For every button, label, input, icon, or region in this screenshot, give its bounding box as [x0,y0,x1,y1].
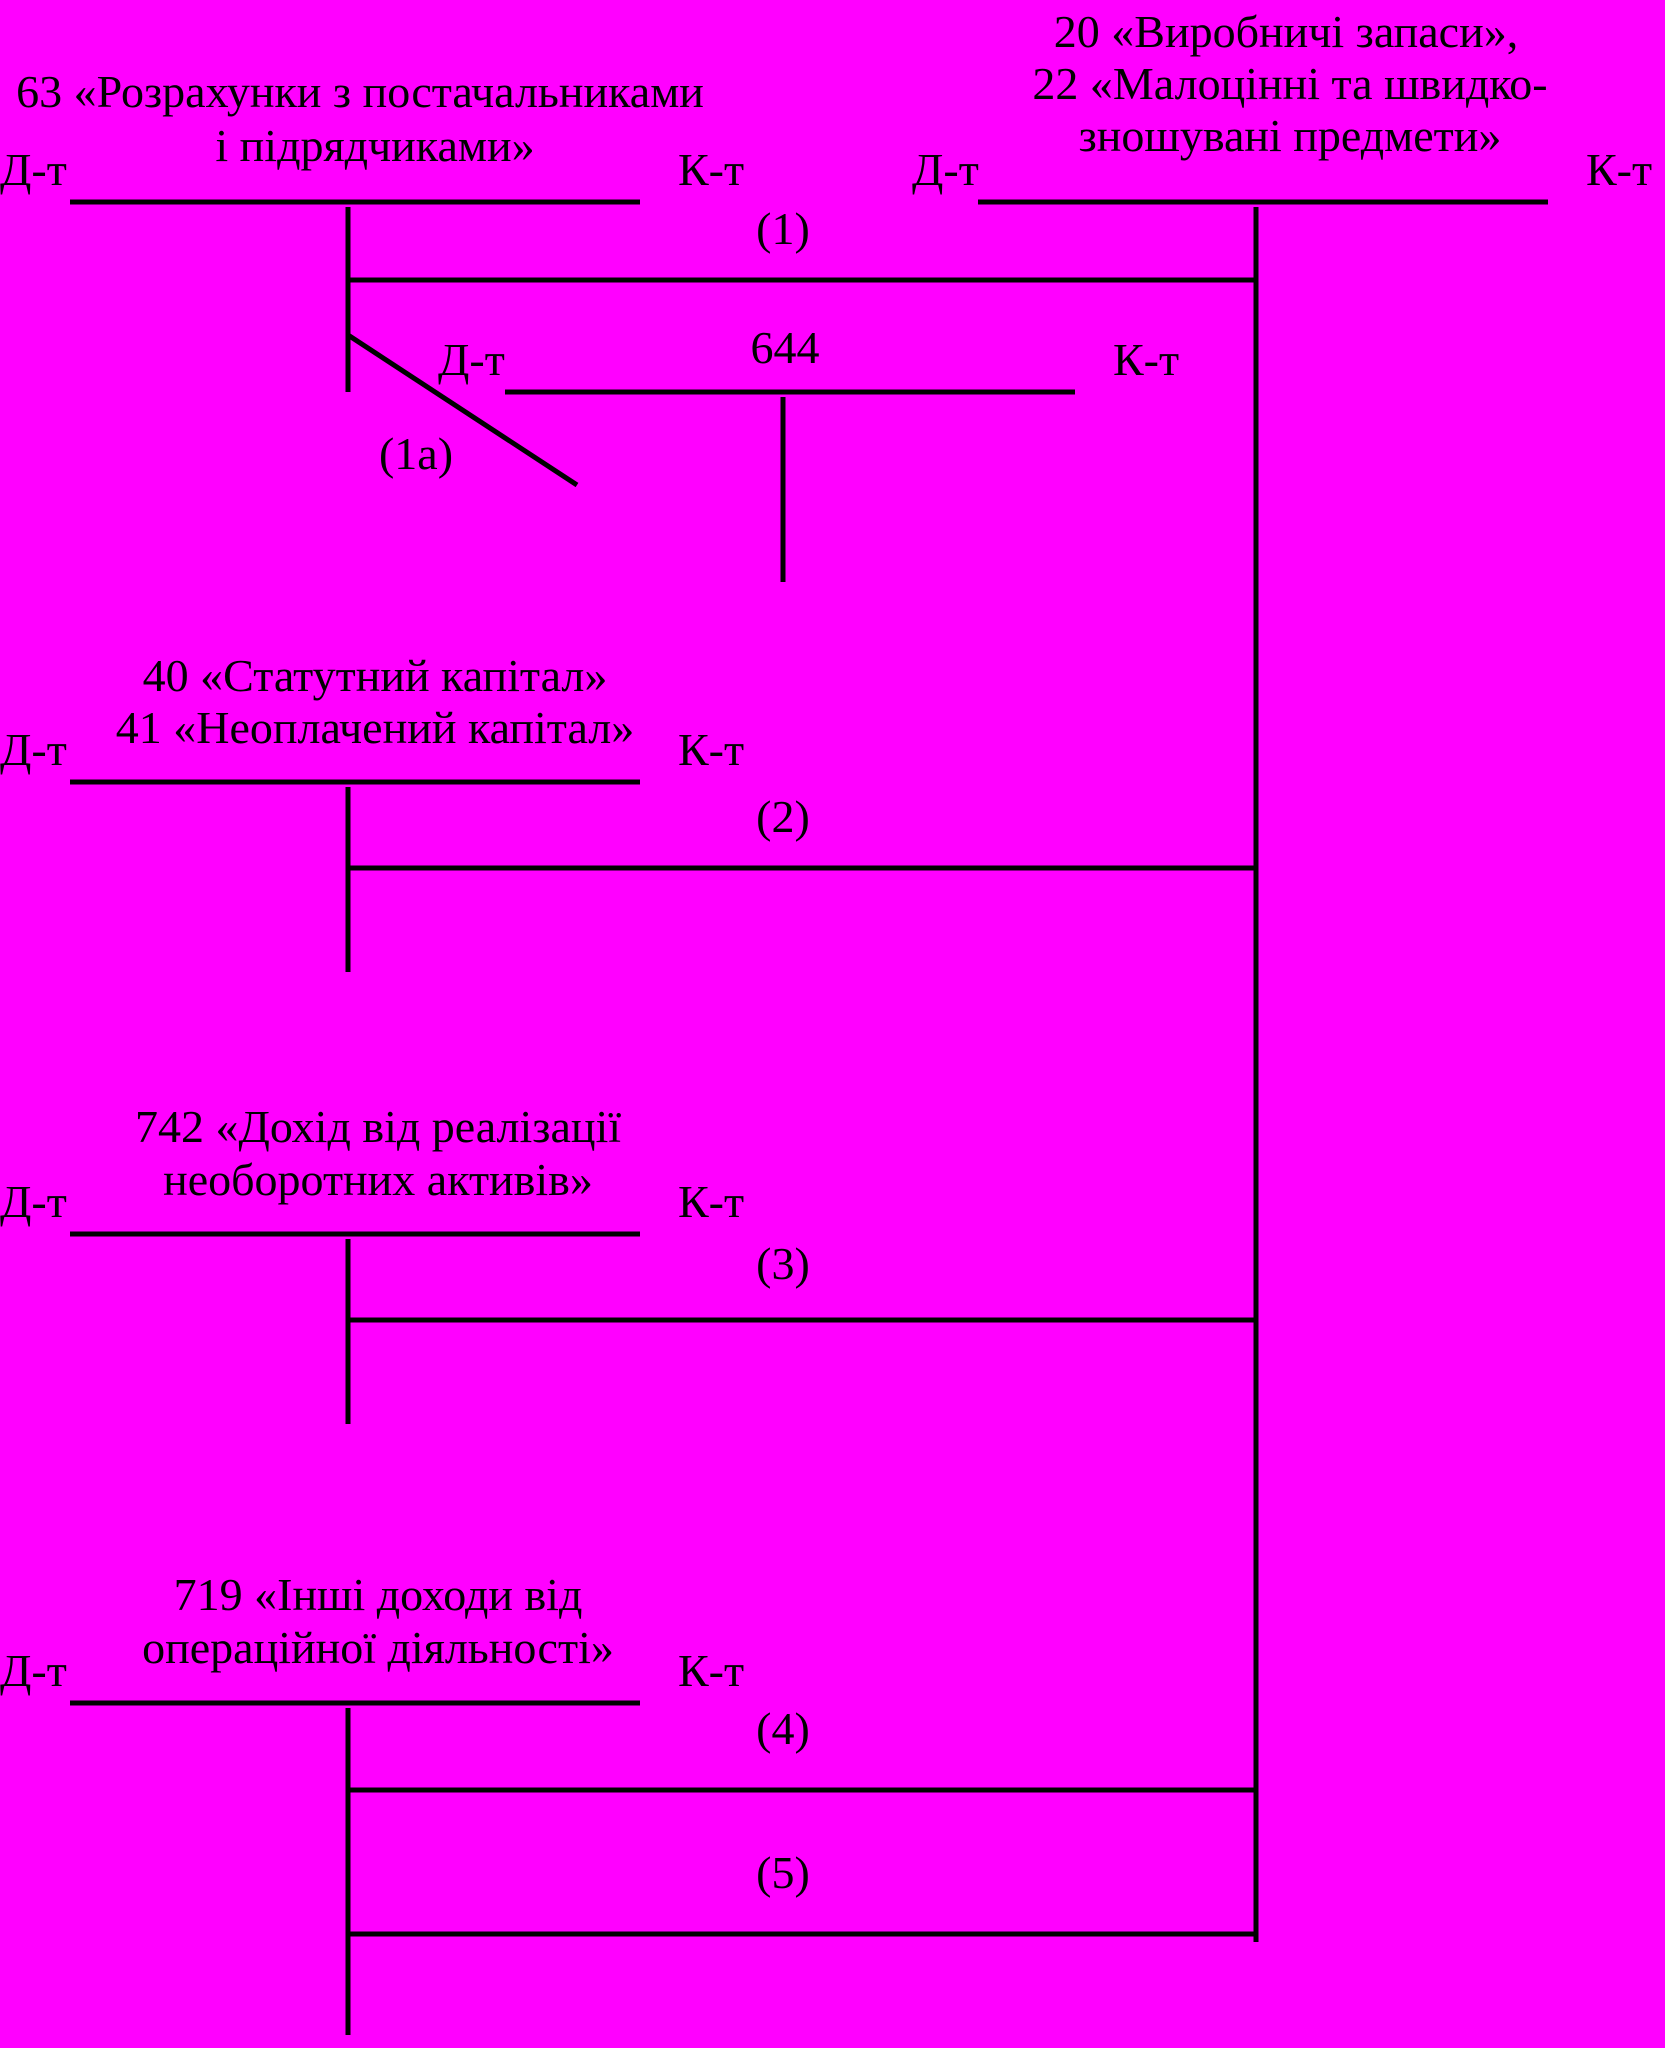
account-644-title: 644 [751,322,820,373]
account-20-22-credit-label: К-т [1586,144,1652,195]
account-63-title-line1: 63 «Розрахунки з постачальниками [16,66,704,117]
account-40-41-debit-label: Д-т [0,724,67,775]
entry-2-label: (2) [756,791,810,842]
account-719-debit-label: Д-т [0,1645,67,1696]
entry-5-label: (5) [756,1847,810,1898]
account-719-title-line1: 719 «Інші доходи від [174,1569,583,1620]
account-40-41-credit-label: К-т [678,724,744,775]
account-63-title-line2: і підрядчиками» [215,120,534,171]
account-742-title-line2: необоротних активів» [163,1154,593,1205]
t-account-63: 63 «Розрахунки з постачальниками і підря… [0,66,744,392]
account-20-22-title-line1: 20 «Виробничі запаси», [1054,6,1518,57]
account-20-22-debit-label: Д-т [912,144,979,195]
t-account-20-22: 20 «Виробничі запаси», 22 «Малоцінні та … [912,6,1652,1942]
account-742-title-line1: 742 «Дохід від реалізації [135,1101,621,1152]
entry-1a-label: (1а) [379,428,453,479]
entry-3-label: (3) [756,1238,810,1289]
account-644-debit-label: Д-т [438,334,505,385]
account-719-title-line2: операційної діяльності» [142,1622,614,1673]
account-719-credit-label: К-т [678,1645,744,1696]
entry-1a-diagonal [346,332,579,488]
t-account-719: 719 «Інші доходи від операційної діяльно… [0,1569,744,2035]
account-63-debit-label: Д-т [0,144,67,195]
account-742-debit-label: Д-т [0,1176,67,1227]
account-40-41-title-line1: 40 «Статутний капітал» [143,650,608,701]
account-40-41-title-line2: 41 «Неоплачений капітал» [116,702,635,753]
t-account-644: 644 Д-т К-т [438,322,1179,582]
t-account-40-41: 40 «Статутний капітал» 41 «Неоплачений к… [0,650,744,972]
entry-4-label: (4) [756,1703,810,1754]
account-20-22-title-line3: зношувані предмети» [1079,110,1502,161]
account-644-credit-label: К-т [1113,334,1179,385]
t-account-742: 742 «Дохід від реалізації необоротних ак… [0,1101,744,1424]
account-742-credit-label: К-т [678,1176,744,1227]
entry-1-label: (1) [756,203,810,254]
account-63-credit-label: К-т [678,144,744,195]
account-20-22-title-line2: 22 «Малоцінні та швидко- [1032,58,1547,109]
